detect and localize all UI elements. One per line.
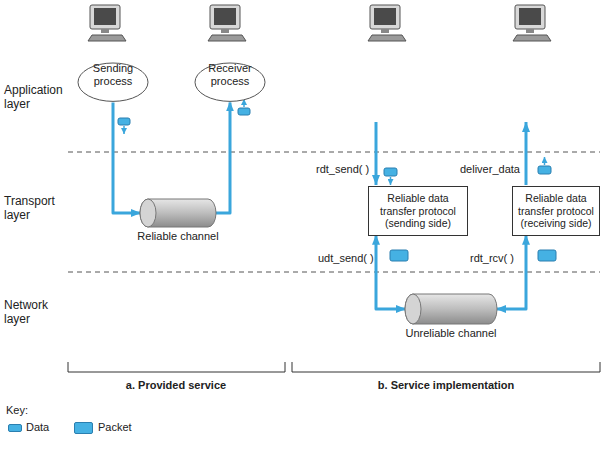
layer-label: Application layer (4, 83, 66, 112)
cylinder-shape (140, 199, 216, 227)
computer-icon (88, 5, 551, 41)
legend-text: Data (26, 421, 49, 434)
part-caption: b. Service implementation (378, 379, 514, 392)
key-label: Key: (6, 404, 28, 417)
function-label: udt_send( ) (318, 252, 374, 265)
data-icon (238, 99, 250, 115)
node-text: Unreliable channel (405, 327, 496, 340)
cylinder-shape (405, 294, 497, 324)
process-ellipse: Receiver process (194, 62, 266, 102)
protocol-box: Reliable data transfer protocol (receivi… (512, 186, 600, 236)
function-label: deliver_data (460, 163, 520, 176)
data-icon (390, 250, 408, 261)
layer-divider (68, 152, 600, 272)
data-flow-arrow (113, 102, 140, 213)
function-label: rdt_rcv( ) (470, 252, 514, 265)
data-flow-arrow (376, 236, 405, 309)
data-icon (538, 157, 551, 174)
data-icon (538, 250, 556, 261)
function-label: rdt_send( ) (316, 163, 369, 176)
channel-cylinder: Unreliable channel (405, 294, 497, 324)
data-flow-arrow (216, 102, 230, 213)
legend-text: Packet (98, 421, 132, 434)
node-text: Reliable data transfer protocol (receivi… (517, 192, 595, 230)
protocol-box: Reliable data transfer protocol (sending… (368, 186, 468, 236)
process-ellipse: Sending process (77, 62, 149, 102)
node-text: Receiver process (194, 62, 266, 88)
layer-label: Transport layer (4, 194, 66, 223)
computer-icon (368, 5, 406, 41)
computer-icon (88, 5, 126, 41)
legend-swatch (74, 422, 93, 434)
node-text: Sending process (77, 62, 149, 88)
data-icon (384, 168, 397, 185)
layer-label: Network layer (4, 298, 66, 327)
data-icon (118, 118, 130, 134)
data-flow-arrow (497, 236, 526, 309)
node-text: Reliable data transfer protocol (sending… (373, 192, 463, 230)
computer-icon (513, 5, 551, 41)
node-text: Reliable channel (137, 230, 218, 243)
part-caption: a. Provided service (126, 379, 226, 392)
service-arrow (376, 122, 526, 185)
bracket (68, 362, 600, 372)
data-icon (118, 99, 556, 261)
computer-icon (208, 5, 246, 41)
channel-cylinder: Reliable channel (140, 199, 216, 227)
legend-swatch (8, 424, 22, 432)
